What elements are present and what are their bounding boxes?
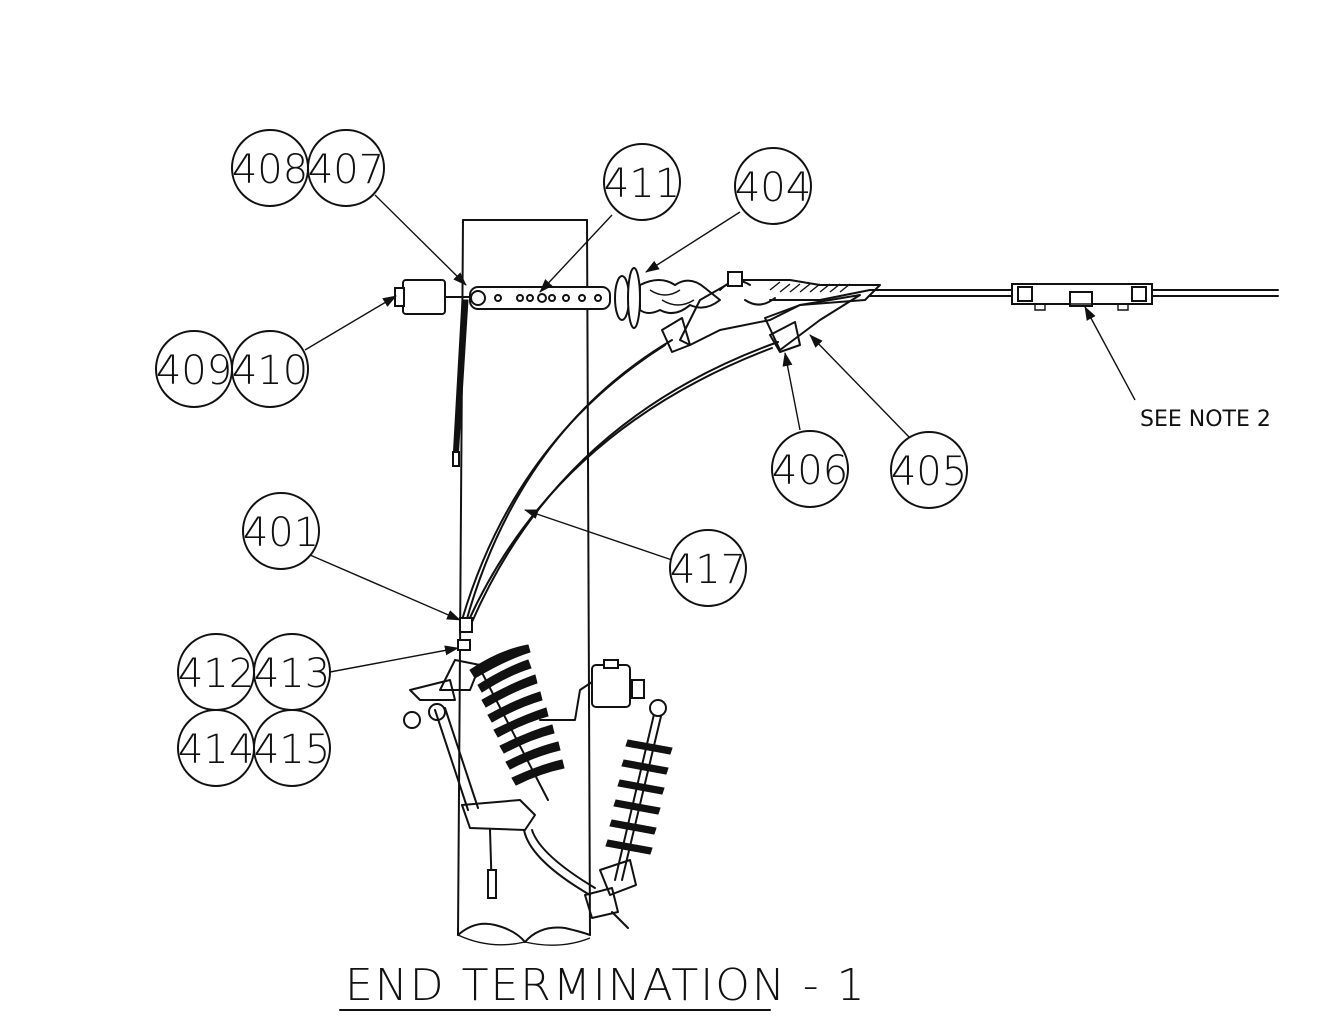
svg-text:404: 404 (735, 165, 811, 211)
balloon-411: 411 (603, 143, 681, 221)
balloon-412: 412 (177, 633, 255, 711)
spacer-clamp (1011, 283, 1153, 311)
svg-text:409: 409 (156, 348, 232, 394)
balloon-401: 401 (242, 492, 320, 570)
see-note-label: SEE NOTE 2 (1140, 407, 1271, 432)
balloon-415: 415 (253, 709, 331, 787)
svg-text:405: 405 (891, 449, 967, 495)
svg-text:414: 414 (178, 727, 254, 773)
svg-text:407: 407 (308, 147, 384, 193)
balloon-417: 417 (669, 529, 747, 607)
balloon-407: 407 (307, 129, 385, 207)
balloon-405: 405 (890, 431, 968, 509)
svg-text:408: 408 (232, 147, 308, 193)
fuse-cutout (403, 617, 645, 899)
balloon-404: 404 (734, 147, 812, 225)
balloon-406: 406 (771, 430, 849, 508)
balloon-413: 413 (253, 633, 331, 711)
svg-text:413: 413 (254, 651, 330, 697)
svg-text:410: 410 (232, 348, 308, 394)
balloon-408: 408 (231, 129, 309, 207)
svg-text:406: 406 (772, 448, 848, 494)
svg-text:415: 415 (254, 727, 330, 773)
dead-end-insulator (614, 267, 721, 329)
svg-text:401: 401 (243, 510, 319, 556)
balloon-409: 409 (155, 330, 233, 408)
strain-clamp (661, 271, 881, 353)
leader-lines (304, 194, 1136, 673)
jumper-cables (461, 339, 779, 623)
drawing-title: END TERMINATION - 1 (345, 960, 867, 1011)
balloon-410: 410 (231, 330, 309, 408)
balloon-414: 414 (177, 709, 255, 787)
svg-text:411: 411 (604, 161, 680, 207)
svg-text:417: 417 (670, 547, 746, 593)
svg-text:412: 412 (178, 651, 254, 697)
dead-end-bracket (394, 279, 611, 467)
surge-arrester (523, 699, 673, 929)
